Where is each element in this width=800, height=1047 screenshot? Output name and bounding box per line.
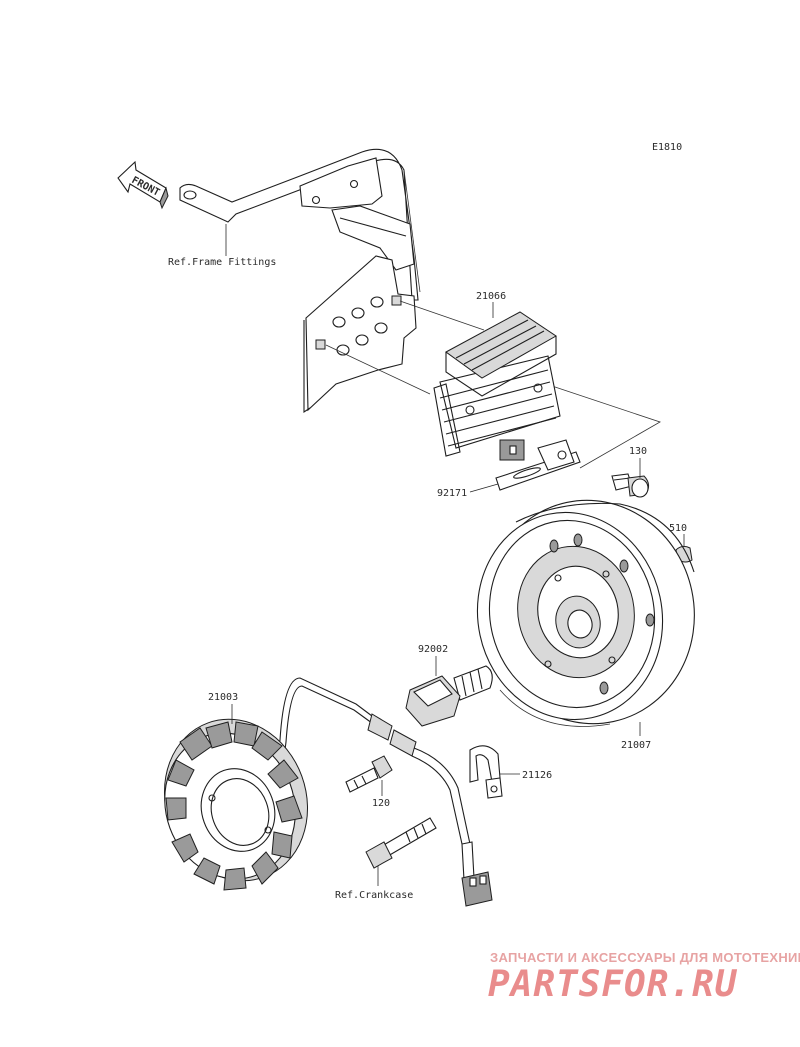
diagram-code: E1810 bbox=[652, 142, 682, 153]
watermark: ЗАПЧАСТИ И АКСЕССУАРЫ ДЛЯ МОТОТЕХНИКИ PA… bbox=[488, 950, 800, 1005]
callout-21126: 21126 bbox=[522, 770, 552, 781]
mounting-plate bbox=[303, 255, 417, 414]
callout-130: 130 bbox=[629, 446, 647, 457]
wire-harness bbox=[269, 677, 493, 907]
align-line-2 bbox=[399, 300, 485, 331]
callout-510: 510 bbox=[669, 523, 687, 534]
crankcase-bolt bbox=[365, 817, 437, 869]
callout-92171: 92171 bbox=[437, 488, 467, 499]
bolt-92002 bbox=[405, 665, 493, 727]
watermark-logo: PARTSFOR.RU bbox=[488, 964, 738, 1005]
callout-120: 120 bbox=[372, 798, 390, 809]
wire-clamp bbox=[469, 745, 503, 799]
flywheel-rotor bbox=[476, 499, 695, 727]
callout-ref-frame-fittings: Ref.Frame Fittings bbox=[168, 257, 276, 268]
callout-92002: 92002 bbox=[418, 644, 448, 655]
stator-coil bbox=[163, 718, 309, 891]
align-line-3 bbox=[539, 381, 661, 469]
bolt-120 bbox=[345, 755, 393, 793]
callout-21007: 21007 bbox=[621, 740, 651, 751]
watermark-tagline: ЗАПЧАСТИ И АКСЕССУАРЫ ДЛЯ МОТОТЕХНИКИ bbox=[490, 950, 800, 965]
front-arrow-icon: FRONT bbox=[117, 160, 169, 210]
bolt-130 bbox=[611, 473, 650, 498]
frame-bracket bbox=[179, 148, 421, 301]
leader-92171 bbox=[469, 483, 499, 493]
regulator-rectifier bbox=[433, 311, 561, 461]
align-line-1 bbox=[325, 344, 431, 395]
callout-ref-crankcase: Ref.Crankcase bbox=[335, 890, 413, 901]
callout-21066: 21066 bbox=[476, 291, 506, 302]
callout-21003: 21003 bbox=[208, 692, 238, 703]
bracket-plate bbox=[495, 439, 581, 491]
